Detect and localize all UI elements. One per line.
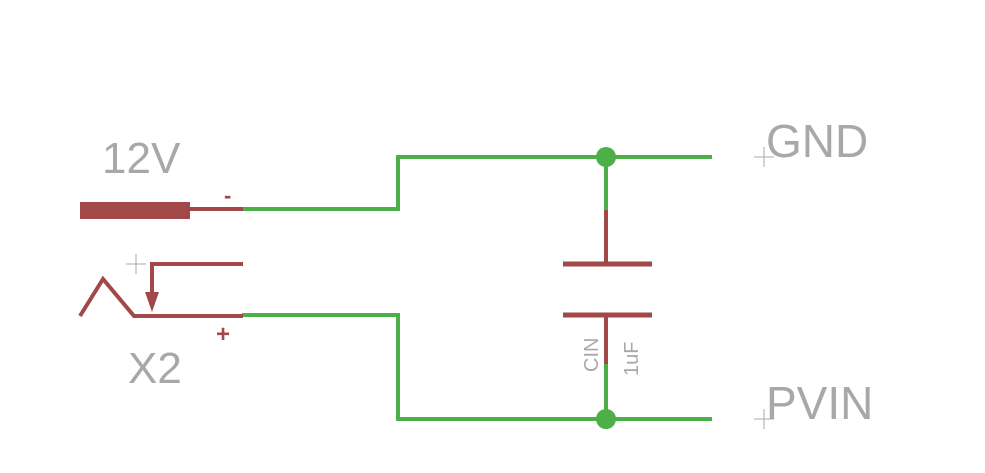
jack-value-label: 12V [102, 134, 181, 183]
jack-name-label: X2 [128, 344, 182, 393]
jack-plus-label: + [216, 321, 230, 348]
power-jack-symbol[interactable] [78, 202, 243, 318]
cap-name-label: CIN [581, 338, 603, 372]
jack-minus-label: - [224, 183, 231, 208]
wire-pvin-jack[interactable] [242, 313, 712, 421]
wires [242, 155, 712, 421]
junction-pvin [596, 409, 616, 429]
capacitor-symbol[interactable] [563, 210, 652, 364]
junction-gnd [596, 147, 616, 167]
jack-spring-contact [78, 275, 243, 318]
net-label-pvin: PVIN [766, 377, 873, 429]
jack-switch-arrow [145, 292, 159, 312]
jack-barrel [80, 202, 190, 219]
wire-gnd-jack[interactable] [242, 155, 712, 211]
cap-value-label: 1uF [621, 342, 643, 376]
jack-switch-arm [150, 262, 243, 296]
origin-marks [126, 147, 774, 429]
net-label-gnd: GND [766, 115, 868, 167]
